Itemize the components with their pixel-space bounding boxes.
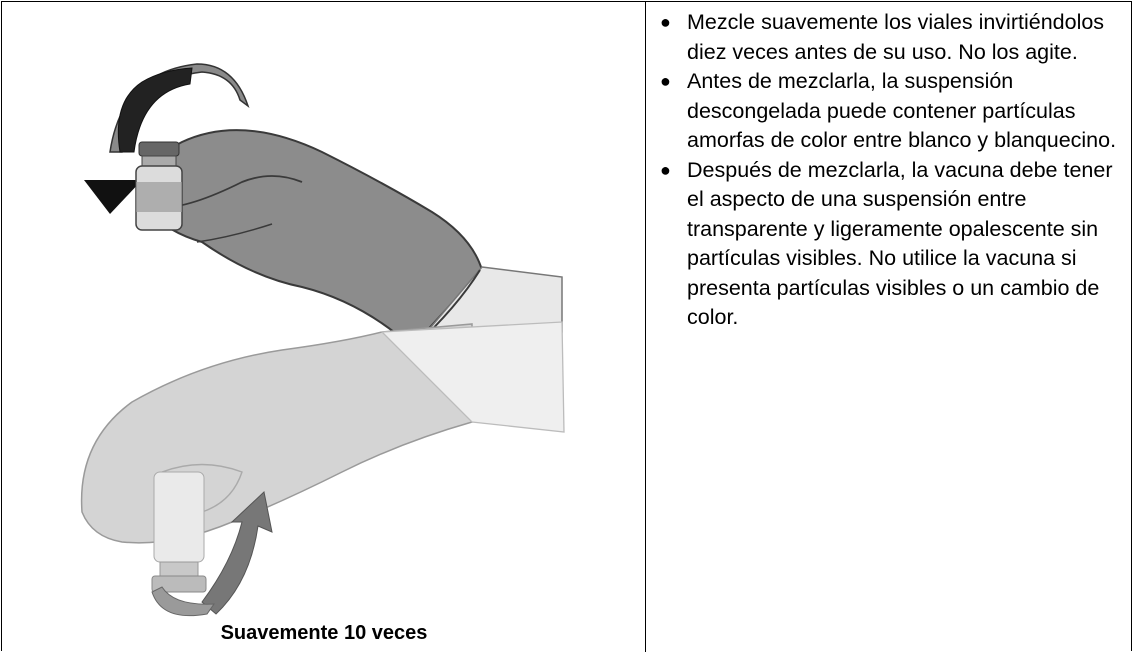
instruction-text: Después de mezclarla, la vacuna debe ten… — [687, 157, 1113, 330]
instruction-item: ● Después de mezclarla, la vacuna debe t… — [647, 156, 1131, 333]
upper-vial — [135, 141, 183, 231]
upper-gloved-hand — [149, 129, 484, 349]
arrow-head-down-icon — [84, 180, 142, 214]
vial-inversion-illustration — [80, 63, 565, 617]
instruction-item: ● Mezcle suavemente los viales invirtién… — [647, 8, 1131, 67]
instruction-text: Antes de mezclarla, la suspensión descon… — [687, 69, 1117, 152]
instruction-item: ● Antes de mezclarla, la suspensión desc… — [647, 67, 1131, 156]
instruction-text: Mezcle suavemente los viales invirtiéndo… — [687, 10, 1105, 64]
bullet-icon: ● — [660, 71, 671, 91]
illustration-cell: Suavemente 10 veces — [2, 2, 646, 652]
instruction-list: ● Mezcle suavemente los viales invirtién… — [647, 8, 1131, 333]
bullet-icon: ● — [660, 159, 671, 180]
illustration-caption: Suavemente 10 veces — [220, 622, 428, 644]
instructions-cell: ● Mezcle suavemente los viales invirtién… — [647, 2, 1131, 652]
lower-vial — [151, 471, 207, 593]
bullet-icon: ● — [660, 12, 671, 32]
rotate-arrow-bottom-icon — [201, 491, 273, 615]
